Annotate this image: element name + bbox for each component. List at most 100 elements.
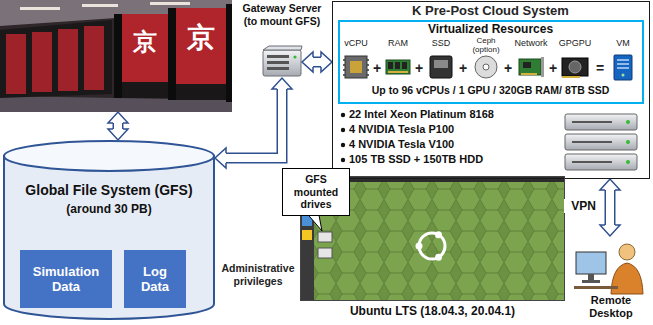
resource-label: RAM <box>378 38 418 49</box>
server-icon-part <box>267 55 289 58</box>
supercomputer-photo-art-part <box>84 26 104 90</box>
spec-item: 4 NVIDIA Tesla V100 <box>349 138 549 151</box>
server-icon-part <box>267 61 289 64</box>
storage-size: (around 30 PB) <box>3 202 215 217</box>
arrow-shaft-outline <box>605 190 616 225</box>
cpu-icon-part <box>345 56 367 78</box>
supercomputer-photo-art-part <box>6 34 26 94</box>
operator-sign: + <box>501 60 515 77</box>
ram-icon-part <box>386 60 410 74</box>
arrow-shaft-outline <box>226 89 282 158</box>
supercomputer-photo-art-part <box>122 14 168 98</box>
ubuntu-desktop-screen-part <box>416 243 423 250</box>
ubuntu-desktop-screen-part <box>302 230 312 240</box>
supercomputer-photo-art-part <box>176 84 226 100</box>
arrow-head <box>321 52 332 72</box>
resource-label: vCPU <box>336 38 376 49</box>
ram-icon-part <box>388 71 408 73</box>
server-icon-part <box>267 67 289 70</box>
remote-user-icon-part <box>582 280 600 283</box>
gpgpu-icon-part <box>562 58 588 76</box>
supercomputer-photo-art-part <box>150 2 190 5</box>
gpgpu-icon-part <box>569 61 581 73</box>
supercomputer-photo-art-part <box>20 7 60 10</box>
supercomputer-photo-art-part <box>176 8 226 100</box>
box-title: K Pre-Post Cloud System <box>333 3 648 19</box>
arrow-head <box>108 112 128 123</box>
network-card-icon-part <box>541 57 544 77</box>
server-label: Gateway Server (to mount GFS) <box>237 2 327 27</box>
supercomputer-photo-art-part <box>122 82 168 98</box>
ram-icon <box>386 60 410 74</box>
storage-title: Global File System (GFS) <box>3 182 215 199</box>
network-card-icon-part <box>523 62 531 68</box>
user-label: Remote Desktop <box>572 294 650 320</box>
supercomputer-photo-art <box>0 0 232 112</box>
server-rack-icon-part <box>626 160 630 164</box>
ubuntu-desktop-screen-part <box>435 231 442 238</box>
bullet-points-part <box>341 128 345 132</box>
remote-user-icon <box>574 244 643 294</box>
rack-logo: 京 <box>122 28 168 56</box>
arrow-shaft-fill <box>606 190 614 225</box>
bullet-points <box>341 113 345 162</box>
operator-sign: = <box>593 60 607 77</box>
connection-label: VPN <box>564 199 598 213</box>
operator-sign: + <box>456 60 470 77</box>
resource-label: Ceph (option) <box>468 36 504 54</box>
gpgpu-icon-part <box>562 76 580 78</box>
vm-icon <box>614 55 632 80</box>
server-icon-part <box>263 50 301 76</box>
block-arrow <box>302 52 332 72</box>
remote-user-icon-part <box>576 252 606 274</box>
arrow-shaft-outline <box>313 57 321 68</box>
operator-sign: + <box>546 60 560 77</box>
privilege-note: Administrative privileges <box>217 262 299 287</box>
ceph-disc-icon-part <box>483 64 489 70</box>
remote-user-icon-part <box>619 244 635 260</box>
cpu-icon <box>343 56 369 78</box>
rack-logo: 京 <box>176 22 226 54</box>
data-box: Simulation Data <box>20 250 112 308</box>
vm-icon-part <box>617 60 629 68</box>
gpgpu-icon <box>562 58 588 78</box>
ssd-icon-part <box>434 60 448 68</box>
cylinder-body <box>4 156 214 319</box>
network-card-icon <box>519 57 544 77</box>
ram-icon-part <box>388 62 393 69</box>
supercomputer-photo-art-part <box>0 20 112 98</box>
data-box: Log Data <box>124 250 186 308</box>
supercomputer-photo: 京京 <box>0 0 232 112</box>
operator-sign: + <box>370 60 384 77</box>
server-icon-part <box>293 55 296 58</box>
network-card-icon-part <box>519 59 541 75</box>
callout-box: GFS mounted drives <box>282 168 350 216</box>
remote-user-icon-part <box>574 286 618 289</box>
cpu-icon-part <box>343 60 369 75</box>
arrow-shaft-fill <box>226 89 282 158</box>
ram-icon-part <box>402 62 407 69</box>
resource-label: GPGPU <box>553 38 597 49</box>
operator-sign: + <box>412 60 426 77</box>
block-arrow <box>108 112 128 140</box>
vm-icon-part <box>614 55 632 80</box>
spec-item: 22 Intel Xeon Platinum 8168 <box>349 108 549 121</box>
block-arrow <box>600 179 620 236</box>
ubuntu-desktop-screen-part <box>318 232 332 242</box>
gateway-server: Gateway Server (to mount GFS) <box>262 46 302 78</box>
server-icon <box>263 46 302 76</box>
supercomputer-photo-art-part <box>168 8 176 100</box>
data-label: Log Data <box>128 264 182 295</box>
remote-desktop: Remote Desktop <box>572 236 650 324</box>
ubuntu-desktop-screen-part <box>435 254 442 261</box>
callout-text: GFS mounted drives <box>285 173 347 211</box>
server-icon-part <box>263 46 302 50</box>
server-rack-icon-part <box>626 140 630 144</box>
bullet-points-part <box>341 158 345 162</box>
supercomputer-photo-art-part <box>32 32 52 92</box>
arrow-shaft-fill <box>114 123 122 129</box>
arrow-head <box>272 78 292 89</box>
arrow-head <box>600 225 620 236</box>
